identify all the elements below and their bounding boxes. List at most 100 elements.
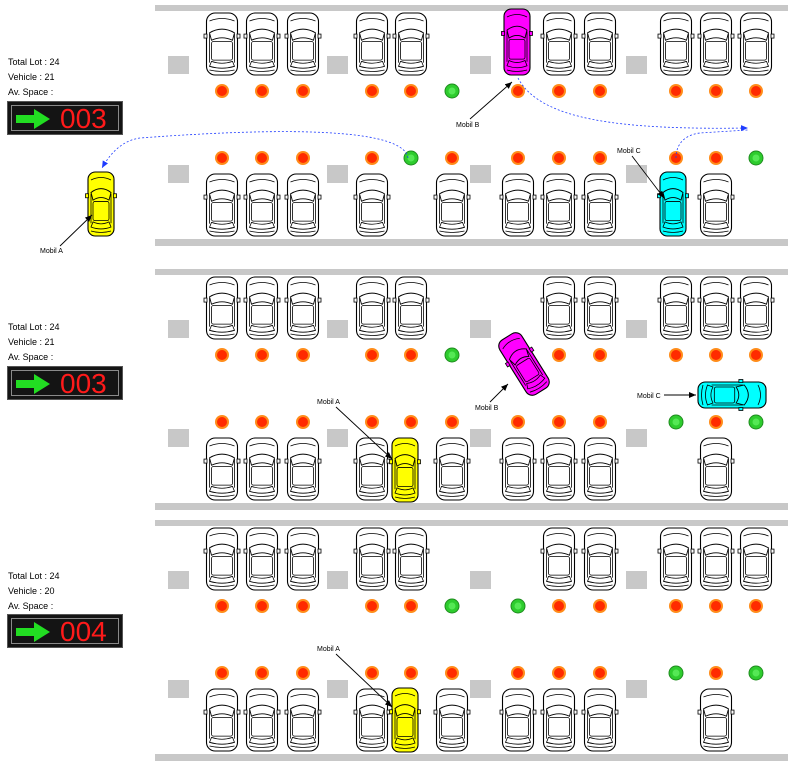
- vehicle-count-text: Vehicle : 20: [8, 586, 55, 596]
- car-trunk-line: [359, 333, 385, 336]
- lot-marker: [168, 56, 189, 74]
- status-light: [365, 84, 379, 98]
- status-light: [215, 84, 229, 98]
- parked-car: [203, 276, 241, 340]
- car-windshield: [208, 543, 236, 556]
- car-rear-window: [545, 324, 573, 333]
- car-mirror: [540, 194, 545, 200]
- car-roof: [361, 556, 383, 576]
- car-rear-window: [545, 60, 573, 69]
- car-trunk-line: [290, 494, 316, 497]
- road-bottom: [155, 239, 788, 246]
- car-mirror: [540, 548, 545, 554]
- car-roof: [292, 556, 314, 576]
- light-core: [672, 418, 680, 426]
- car-roof: [292, 202, 314, 222]
- car-mirror: [353, 709, 358, 715]
- car-mirror: [389, 459, 393, 465]
- car-rear-window: [504, 221, 532, 230]
- status-light: [709, 415, 723, 429]
- car-windshield: [662, 292, 690, 305]
- car-body: [355, 173, 389, 237]
- parked-car: [697, 527, 735, 591]
- light-core: [554, 417, 564, 427]
- car-trunk-line: [587, 333, 613, 336]
- car-roof: [548, 41, 570, 61]
- mobil-c-car: [697, 379, 767, 411]
- status-light: [215, 666, 229, 680]
- status-light: [296, 666, 310, 680]
- car-mirror: [581, 33, 586, 39]
- light-core: [298, 153, 308, 163]
- car-mirror: [614, 548, 619, 554]
- parked-car: [433, 437, 471, 501]
- car-mirror: [85, 193, 89, 199]
- parked-car: [243, 12, 281, 76]
- car-mirror: [581, 709, 586, 715]
- car-windshield: [702, 189, 730, 202]
- light-core: [257, 601, 267, 611]
- status-light: [365, 666, 379, 680]
- status-light: [709, 84, 723, 98]
- light-core: [752, 154, 760, 162]
- lot-marker: [470, 680, 491, 698]
- car-mirror: [276, 709, 281, 715]
- car-hood-line: [546, 179, 572, 183]
- car-rear-window: [397, 575, 425, 584]
- car-mirror: [528, 346, 535, 353]
- car-hood-line: [209, 18, 235, 22]
- car-trunk-line: [546, 745, 572, 748]
- car-body: [245, 527, 279, 591]
- car-mirror: [573, 33, 578, 39]
- car-mirror: [770, 33, 775, 39]
- pointer-arrow: [59, 214, 93, 247]
- car-rear-window: [208, 575, 236, 584]
- car-hood-line: [439, 179, 465, 183]
- car-mirror: [540, 709, 545, 715]
- car-rear-window: [662, 575, 690, 584]
- status-light: [749, 599, 763, 613]
- light-core: [711, 86, 721, 96]
- parked-car: [540, 527, 578, 591]
- car-roof: [664, 201, 682, 222]
- car-body: [659, 171, 687, 237]
- car-body: [286, 437, 320, 501]
- car-mirror: [203, 33, 208, 39]
- car-windshield: [586, 543, 614, 556]
- car-hood-line: [502, 337, 520, 350]
- car-hood-line: [290, 443, 316, 447]
- car-body: [583, 276, 617, 340]
- status-light: [404, 666, 418, 680]
- car-windshield: [208, 704, 236, 717]
- light-core: [554, 601, 564, 611]
- car-mirror: [425, 548, 430, 554]
- status-light: [403, 150, 419, 166]
- lot-marker: [470, 429, 491, 447]
- car-mirror: [540, 297, 545, 303]
- car-roof: [92, 201, 110, 222]
- car-roof: [292, 717, 314, 737]
- car-roof: [589, 41, 611, 61]
- light-core: [513, 153, 523, 163]
- car-trunk-line: [439, 745, 465, 748]
- pointer-arrow: [489, 383, 509, 403]
- car-hood-line: [587, 282, 613, 286]
- car-trunk-line: [703, 494, 729, 497]
- car-trunk-line: [701, 384, 704, 406]
- car-mirror: [236, 548, 241, 554]
- car-hood-line: [505, 443, 531, 447]
- car-rear-window: [248, 575, 276, 584]
- car-mirror: [243, 458, 248, 464]
- light-core: [711, 601, 721, 611]
- lot-marker: [327, 320, 348, 338]
- car-roof: [251, 202, 273, 222]
- car-mirror: [697, 297, 702, 303]
- car-mirror: [353, 297, 358, 303]
- car-body: [205, 276, 239, 340]
- car-hood-line: [209, 533, 235, 537]
- car-mirror: [386, 33, 391, 39]
- car-hood-line: [439, 694, 465, 698]
- car-mirror: [389, 709, 393, 715]
- status-light: [510, 598, 526, 614]
